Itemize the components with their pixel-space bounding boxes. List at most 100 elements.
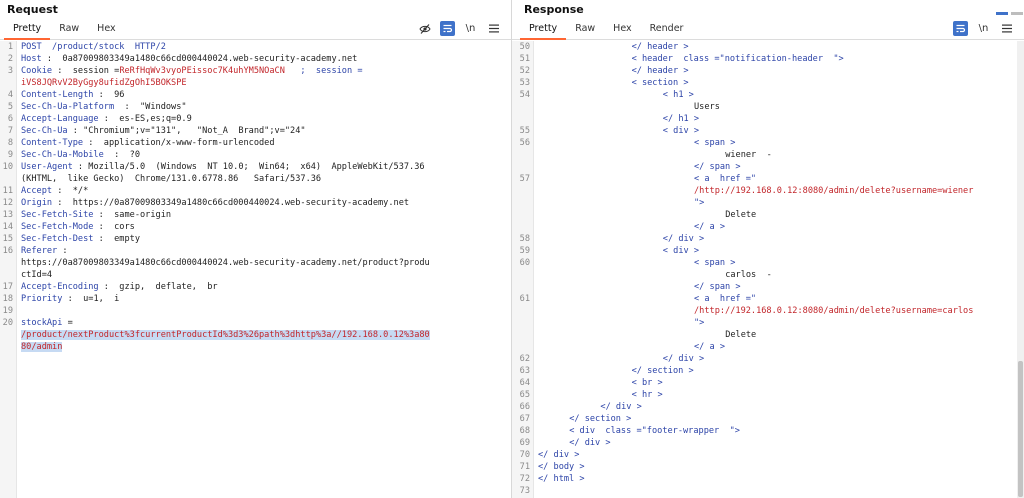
tab-pretty[interactable]: Pretty <box>520 18 567 40</box>
response-line: </ span > <box>512 281 1024 293</box>
response-line-content: carlos - <box>538 269 772 281</box>
line-number: 60 <box>519 258 530 268</box>
request-line: ctId=4 <box>0 269 511 281</box>
response-line-content: </ div > <box>538 233 704 245</box>
request-line-content: Sec-Fetch-Dest : empty <box>21 233 140 245</box>
tab-raw[interactable]: Raw <box>59 23 80 34</box>
html-tag: < section > <box>631 78 689 88</box>
line-number: 59 <box>519 246 530 256</box>
request-line-content: Referer : <box>21 245 68 257</box>
response-line: 55< div > <box>512 125 1024 137</box>
response-line: 72</ html > <box>512 473 1024 485</box>
html-tag: </ a > <box>694 222 726 232</box>
header-value: : application/x-www-form-urlencoded <box>83 138 275 148</box>
header-value: : gzip, deflate, br <box>98 282 218 292</box>
response-line-content: </ div > <box>538 401 641 413</box>
line-number: 71 <box>519 462 530 472</box>
line-number: 19 <box>2 306 13 316</box>
request-line-content: Sec-Fetch-Site : same-origin <box>21 209 171 221</box>
html-tag: < span > <box>694 258 736 268</box>
header-name: Origin <box>21 198 53 208</box>
html-tag: </ div > <box>662 234 705 244</box>
wrap-lines-icon[interactable] <box>440 21 455 36</box>
html-tag: < span > <box>694 138 736 148</box>
line-number: 61 <box>519 294 530 304</box>
line-number: 20 <box>2 318 13 328</box>
response-line: 54< h1 > <box>512 89 1024 101</box>
tab-pretty[interactable]: Pretty <box>4 18 51 40</box>
response-title: Response <box>524 3 584 16</box>
eye-slash-icon[interactable] <box>417 21 432 36</box>
response-line: 63</ section > <box>512 365 1024 377</box>
line-number: 11 <box>2 186 13 196</box>
html-tag: < br > <box>631 378 663 388</box>
wrap-lines-icon[interactable] <box>953 21 968 36</box>
request-line-content: (KHTML, like Gecko) Chrome/131.0.6778.86… <box>21 173 321 185</box>
html-tag: </ header > <box>631 42 689 52</box>
response-line-content: wiener - <box>538 149 772 161</box>
request-line: 14 Sec-Fetch-Mode : cors <box>0 221 511 233</box>
response-scrollbar-thumb[interactable] <box>1018 361 1023 497</box>
response-line: </ span > <box>512 161 1024 173</box>
response-line: </ h1 > <box>512 113 1024 125</box>
tab-raw[interactable]: Raw <box>575 23 596 34</box>
html-text: wiener - <box>725 150 772 160</box>
request-line-content: Host : 0a87009803349a1480c66cd000440024.… <box>21 53 357 65</box>
response-line: 51< header class ="notification-header "… <box>512 53 1024 65</box>
response-line-content: Delete <box>538 209 756 221</box>
line-number: 7 <box>7 126 13 136</box>
hamburger-icon[interactable] <box>999 21 1014 36</box>
html-tag: < div > <box>662 246 700 256</box>
response-line-content: </ section > <box>538 413 631 425</box>
response-line: "> <box>512 317 1024 329</box>
response-scrollbar[interactable] <box>1017 41 1024 498</box>
header-name: Sec-Fetch-Dest <box>21 234 94 244</box>
request-line-content: Sec-Fetch-Mode : cors <box>21 221 135 233</box>
response-line-content: </ div > <box>538 353 704 365</box>
response-line-content: "> <box>538 197 704 209</box>
layout-toggle[interactable] <box>996 0 1024 15</box>
request-line-content: ctId=4 <box>21 269 52 281</box>
header-value: : "Chromium";v="131", "Not_A Brand";v="2… <box>67 126 306 136</box>
request-line-content: Content-Type : application/x-www-form-ur… <box>21 137 275 149</box>
newline-toggle-icon[interactable]: \n <box>978 23 989 34</box>
pane-divider[interactable] <box>511 0 512 498</box>
html-tag: < h1 > <box>662 90 694 100</box>
response-line-content: </ div > <box>538 449 579 461</box>
line-number: 70 <box>519 450 530 460</box>
request-line-content: iVS8JQRvV2ByGgy8ufidZgOhI5BOKSPE <box>21 77 187 89</box>
tab-hex[interactable]: Hex <box>613 23 632 34</box>
header-value: : empty <box>93 234 141 244</box>
request-line-content: 80/admin <box>21 341 63 353</box>
header-value: : 0a87009803349a1480c66cd000440024.web-s… <box>41 54 358 64</box>
request-line-content: Sec-Ch-Ua-Mobile : ?0 <box>21 149 140 161</box>
response-line-content: </ h1 > <box>538 113 699 125</box>
cookie-value: iVS8JQRvV2ByGgy8ufidZgOhI5BOKSPE <box>21 78 187 88</box>
header-name: Referer <box>21 246 58 256</box>
hamburger-icon[interactable] <box>486 21 501 36</box>
tab-hex[interactable]: Hex <box>97 23 116 34</box>
line-number: 12 <box>2 198 13 208</box>
response-line: 50 </ header > <box>512 41 1024 53</box>
response-line: 67</ section > <box>512 413 1024 425</box>
header-name: Cookie <box>21 66 53 76</box>
response-line-content: < div > <box>538 125 699 137</box>
response-editor[interactable]: 50 </ header >51< header class ="notifica… <box>512 41 1024 498</box>
tab-render[interactable]: Render <box>649 23 684 34</box>
line-number: 51 <box>519 54 530 64</box>
line-number: 4 <box>7 90 13 100</box>
line-number: 50 <box>519 42 530 52</box>
response-line-content: Users <box>538 101 720 113</box>
newline-toggle-icon[interactable]: \n <box>465 23 476 34</box>
response-line: 64< br > <box>512 377 1024 389</box>
request-tabs: Pretty Raw Hex <box>0 18 511 40</box>
response-toolbar: \n <box>953 21 1014 36</box>
response-line: carlos - <box>512 269 1024 281</box>
line-number: 14 <box>2 222 13 232</box>
response-line: 57< a href =" <box>512 173 1024 185</box>
